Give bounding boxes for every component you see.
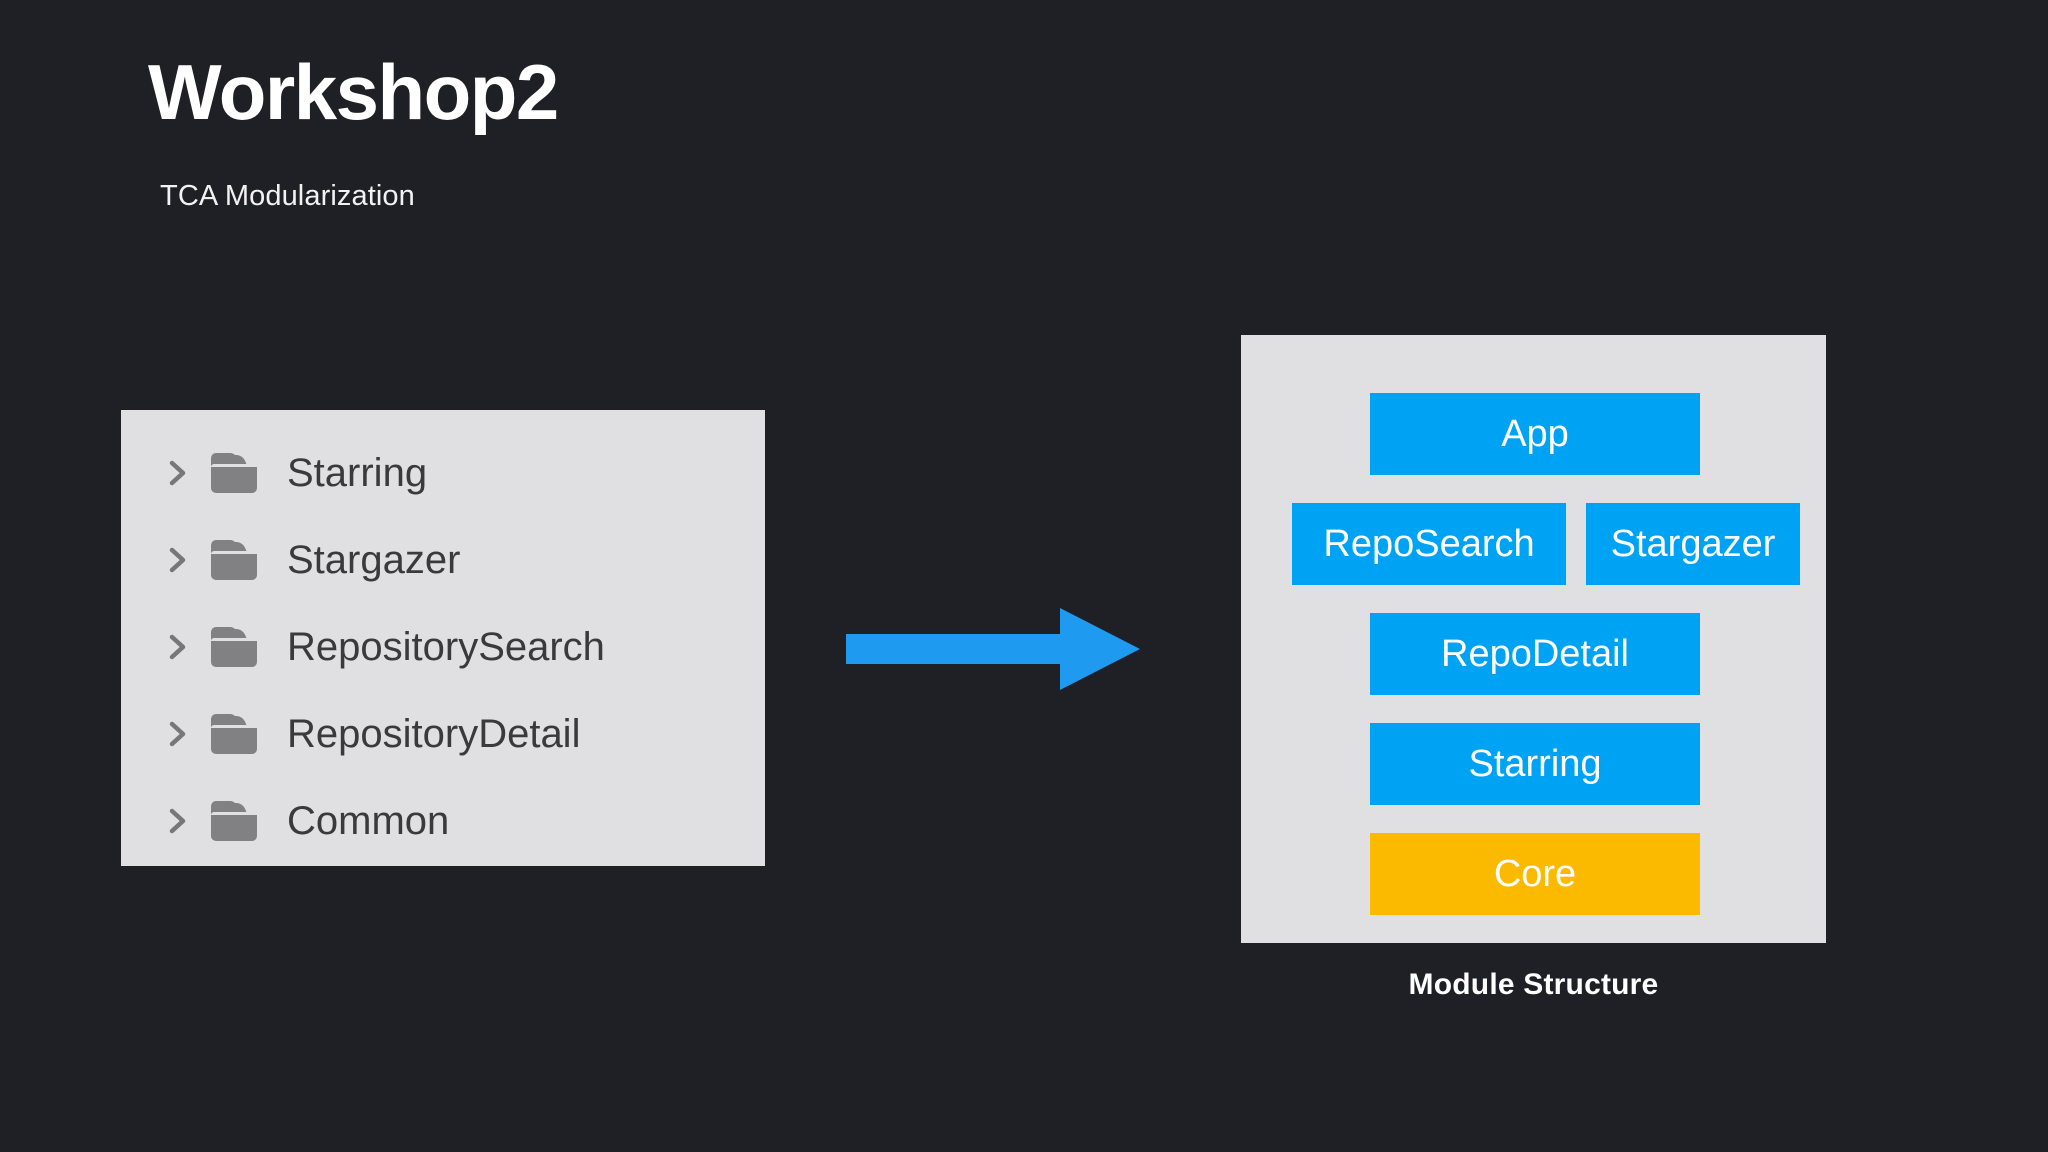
tree-row[interactable]: Starring	[121, 430, 765, 516]
tree-item-label: Starring	[287, 450, 428, 495]
folder-icon	[211, 540, 261, 580]
folder-icon	[211, 714, 261, 754]
folder-icon	[211, 453, 261, 493]
tree-item-label: Common	[287, 798, 450, 843]
module-box-app[interactable]: App	[1370, 393, 1700, 475]
chevron-right-icon[interactable]	[167, 545, 189, 575]
module-box-starring[interactable]: Starring	[1370, 723, 1700, 805]
tree-item-label: RepositorySearch	[287, 624, 605, 669]
chevron-right-icon[interactable]	[167, 458, 189, 488]
page-title: Workshop2	[148, 48, 559, 136]
module-structure-caption: Module Structure	[1408, 968, 1659, 1001]
module-box-stargazer[interactable]: Stargazer	[1586, 503, 1800, 585]
tree-row[interactable]: Common	[121, 778, 765, 864]
module-box-core[interactable]: Core	[1370, 833, 1700, 915]
chevron-right-icon[interactable]	[167, 632, 189, 662]
module-structure-panel: App RepoSearch Stargazer RepoDetail Star…	[1241, 335, 1826, 943]
chevron-right-icon[interactable]	[167, 806, 189, 836]
tree-row[interactable]: RepositorySearch	[121, 604, 765, 690]
tree-item-label: Stargazer	[287, 537, 461, 582]
arrow-right-icon	[846, 608, 1140, 690]
folder-tree-panel: Starring Stargazer RepositorySearch Repo…	[121, 410, 765, 866]
module-box-reposearch[interactable]: RepoSearch	[1292, 503, 1566, 585]
tree-item-label: RepositoryDetail	[287, 711, 581, 756]
page-subtitle: TCA Modularization	[160, 180, 415, 212]
tree-row[interactable]: Stargazer	[121, 517, 765, 603]
module-box-repodetail[interactable]: RepoDetail	[1370, 613, 1700, 695]
folder-icon	[211, 627, 261, 667]
tree-row[interactable]: RepositoryDetail	[121, 691, 765, 777]
chevron-right-icon[interactable]	[167, 719, 189, 749]
folder-icon	[211, 801, 261, 841]
